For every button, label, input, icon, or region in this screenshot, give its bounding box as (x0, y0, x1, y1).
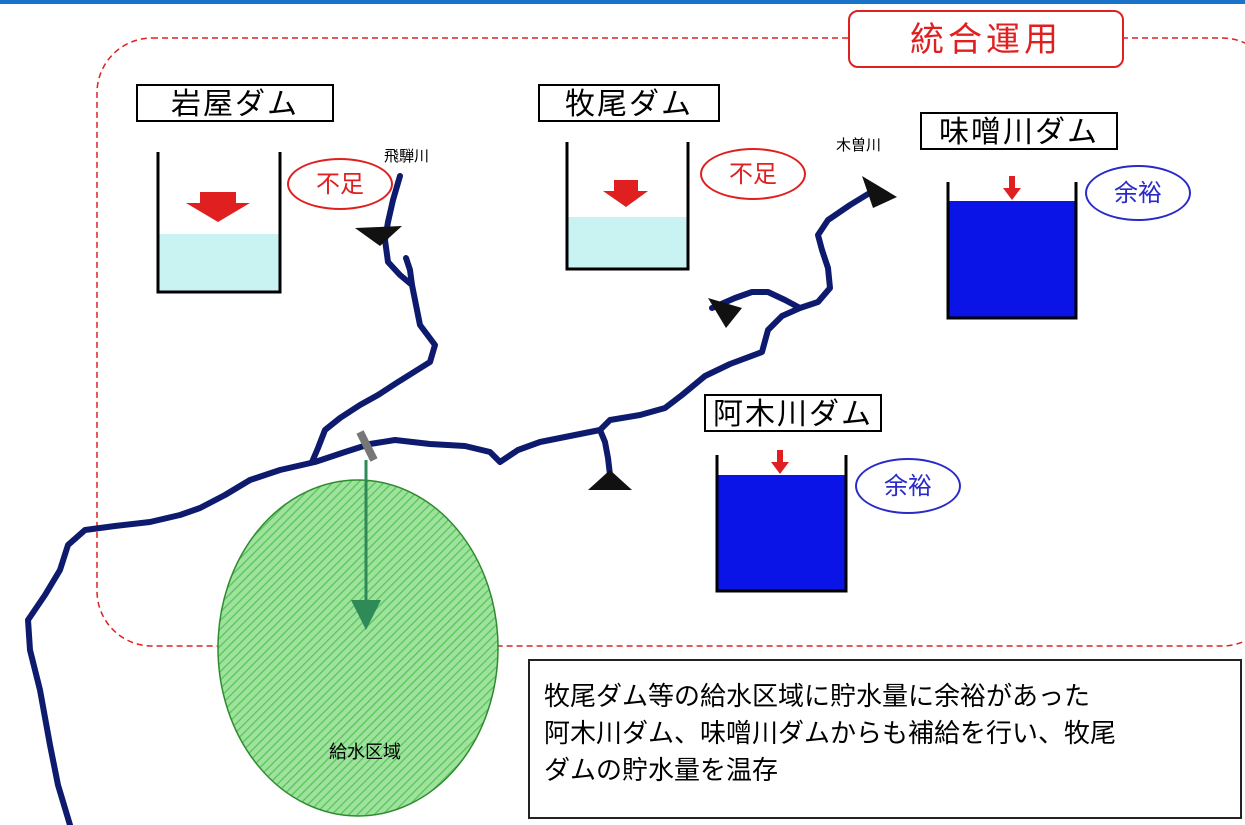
kiso-main-river (25, 191, 871, 825)
agigawa-reservoir (715, 450, 848, 593)
makio-reservoir (565, 142, 690, 271)
makio-decrease-arrow (603, 180, 648, 207)
note-line-3: ダムの貯水量を温存 (544, 756, 779, 786)
makio-dam-label: 牧尾ダム (538, 84, 720, 122)
dam-markers (355, 176, 897, 490)
kiso-upper-dam-marker (708, 298, 742, 328)
misogawa-status-badge: 余裕 (1085, 165, 1191, 221)
explanation-note: 牧尾ダム等の給水区域に貯水量に余裕があった 阿木川ダム、味噌川ダムからも補給を行… (528, 659, 1242, 819)
kiso-river-label: 木曽川 (836, 136, 882, 154)
agigawa-status-badge: 余裕 (855, 458, 961, 514)
hida-river (309, 173, 438, 465)
iwaya-status-badge: 不足 (287, 158, 393, 210)
note-line-2: 阿木川ダム、味噌川ダムからも補給を行い、牧尾 (544, 719, 1117, 749)
intake-weir (356, 430, 378, 462)
agigawa-tributary (597, 427, 613, 478)
note-line-1: 牧尾ダム等の給水区域に貯水量に余裕があった (544, 682, 1091, 712)
iwaya-decrease-arrow (186, 192, 250, 222)
hida-river-label: 飛騨川 (384, 147, 430, 165)
hida-tributary (403, 255, 415, 288)
supply-area-label: 給水区域 (329, 742, 401, 763)
agigawa-dam-label: 阿木川ダム (704, 394, 882, 432)
top-accent-bar (0, 0, 1245, 4)
integrated-operation-title: 統合運用 (848, 10, 1124, 68)
agigawa-dam-marker (588, 470, 632, 490)
iwaya-dam-marker (355, 226, 402, 246)
misogawa-dam-label: 味噌川ダム (920, 112, 1118, 150)
iwaya-dam-label: 岩屋ダム (136, 84, 334, 122)
misogawa-reservoir (946, 176, 1078, 320)
makio-status-badge: 不足 (700, 148, 806, 200)
misogawa-level-arrow (1003, 176, 1021, 200)
supply-area-ellipse (217, 479, 499, 817)
misogawa-dam-marker (862, 176, 897, 208)
kiso-upper-branch (709, 289, 803, 311)
integrated-operation-boundary (96, 37, 1245, 647)
agigawa-level-arrow (771, 450, 789, 474)
iwaya-reservoir (156, 152, 282, 294)
